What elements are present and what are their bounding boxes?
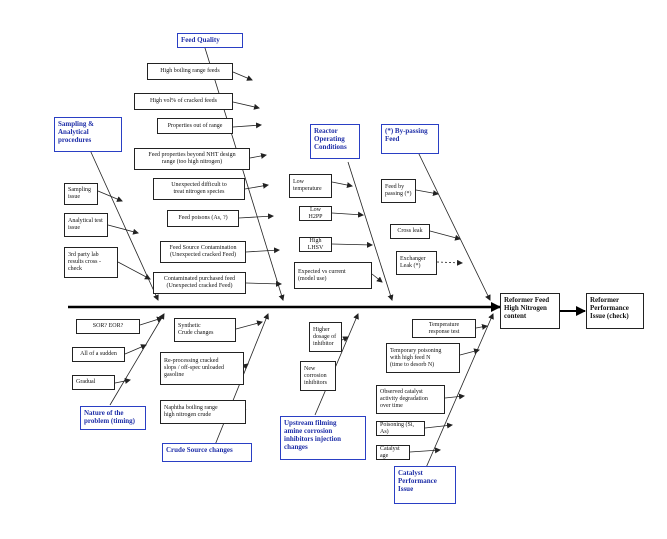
cause-low-h2pp: Low H2PP [299,206,332,221]
cause-low-temperature: Low temperature [289,174,332,198]
cause-new-corrosion-inhibitors: New corrosion inhibitors [300,361,336,391]
cause-temporary-poisoning: Temporary poisoning with high feed N (ti… [386,343,460,373]
category-catalyst: Catalyst Performance Issue [394,466,456,504]
cause-cross-leak: Cross leak [390,224,430,239]
cause-poisoning-si-as: Poisoning (Si, As) [376,421,425,436]
cause-feed-bypassing: Feed by passing (*) [381,179,416,203]
cause-reprocessing-cracked-slops: Re-processing cracked slops / off-spec u… [160,352,244,385]
cause-high-lhsv: High LHSV [299,237,332,252]
bone-reactor [347,161,394,301]
cause-difficult-nitrogen-species: Unexpected difficult to treat nitrogen s… [153,178,245,200]
cause-temperature-response-test: Temperature response test [412,319,476,338]
effect-box: Reformer Performance Issue (check) [586,293,644,329]
bone-upstream [314,313,359,416]
cause-3rd-party-lab: 3rd party lab results cross - check [64,247,118,278]
cause-feed-source-contamination: Feed Source Contamination (Unexpected cr… [160,241,246,263]
cause-cracked-feeds: High vol% of cracked feeds [134,93,233,110]
cause-catalyst-activity-degradation: Observed catalyst activity degradation o… [376,385,445,414]
cause-naphtha-high-nitrogen-crude: Naphtha boiling range high nitrogen crud… [160,400,246,424]
cause-exchanger-leak: Exchanger Leak (*) [396,251,437,275]
category-feed-quality: Feed Quality [177,33,243,48]
cause-feed-properties-beyond-design: Feed properties beyond NHT design range … [134,148,250,170]
category-sampling: Sampling & Analytical procedures [54,117,122,152]
cause-expected-vs-current: Expected vs current (model use) [294,262,372,289]
cause-synthetic-crude: Synthetic Crude changes [174,318,236,342]
category-bypassing: (*) By-passing Feed [381,124,439,154]
cause-higher-inhibitor-dosage: Higher dosage of inhibitor [309,322,342,352]
cause-high-boiling-range: High boiling range feeds [147,63,233,80]
cause-feed-poisons: Feed poisons (As, ?) [167,210,239,227]
bone-catalyst [424,313,494,471]
cause-analytical-test-issue: Analytical test issue [64,213,108,237]
cause-sor-eor: SOR? EOR? [76,319,140,334]
bone-nature [109,313,165,406]
cause-properties-out-of-range: Properties out of range [157,118,233,134]
bone-feed-quality [204,47,285,301]
category-nature: Nature of the problem (timing) [80,406,146,430]
head-problem: Reformer Feed High Nitrogen content [500,293,560,329]
category-reactor: Reactor Operating Conditions [310,124,360,159]
cause-all-of-a-sudden: All of a sudden [72,347,125,362]
category-crude-source: Crude Source changes [162,443,252,462]
cause-gradual: Gradual [72,375,115,390]
bone-bypassing [417,151,491,301]
cause-sampling-issue: Sampling issue [64,183,98,205]
cause-catalyst-age: Catalyst age [376,445,410,460]
cause-contaminated-purchased-feed: Contaminated purchased feed (Unexpected … [153,272,246,294]
category-upstream: Upstream filming amine corrosion inhibit… [280,416,366,460]
